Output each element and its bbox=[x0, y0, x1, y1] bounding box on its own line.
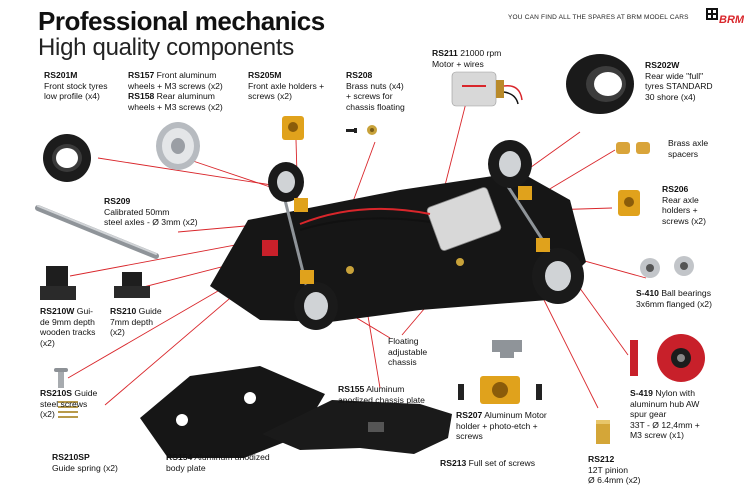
guide-wooden-icon bbox=[40, 266, 76, 300]
label-rs201m: RS201M Front stock tyres low profile (x4… bbox=[44, 70, 108, 101]
label-rs206: RS206 Rear axle holders + screws (x2) bbox=[662, 184, 706, 226]
guide-screw-icon bbox=[54, 368, 68, 388]
label-brass-spacers: Brass axle spacers bbox=[668, 138, 709, 159]
tagline: YOU CAN FIND ALL THE SPARES AT BRM MODEL… bbox=[508, 14, 689, 21]
front-right-wheel-icon bbox=[294, 282, 338, 330]
chassis-plate-icon bbox=[262, 400, 452, 454]
label-rs209: RS209 Calibrated 50mm steel axles - Ø 3m… bbox=[104, 196, 198, 227]
label-rs208: RS208 Brass nuts (x4) + screws for chass… bbox=[346, 70, 405, 112]
page-subtitle: High quality components bbox=[38, 34, 294, 61]
label-rs155: RS155 Aluminum anodized chassis plate bbox=[338, 384, 425, 405]
rear-right-wheel-icon bbox=[532, 248, 584, 304]
spur-gear-icon bbox=[630, 334, 705, 382]
label-rs212: RS212 12T pinion Ø 6.4mm (x2) bbox=[588, 454, 641, 485]
label-rs211: RS211 21000 rpm Motor + wires bbox=[432, 48, 502, 69]
rear-left-wheel-icon bbox=[488, 140, 532, 188]
assembled-chassis bbox=[210, 140, 586, 330]
label-rs205m: RS205M Front axle holders + screws (x2) bbox=[248, 70, 325, 101]
steel-axle-icon bbox=[35, 205, 159, 259]
ball-bearing-icon bbox=[640, 256, 694, 278]
label-floating-chassis: Floating adjustable chassis bbox=[388, 336, 428, 367]
label-rs213: RS213 Full set of screws bbox=[440, 458, 536, 468]
label-rs207: RS207 Aluminum Motor holder + photo-etch… bbox=[456, 410, 547, 441]
guide-spring-icon bbox=[58, 401, 78, 418]
front-wheel-icon bbox=[156, 122, 200, 170]
front-left-wheel-icon bbox=[268, 162, 304, 202]
label-rs210s: RS210S Guide steel screws (x2) bbox=[40, 388, 98, 419]
rear-axle-holder-icon bbox=[618, 190, 640, 216]
brass-spacer-icon bbox=[616, 142, 650, 154]
guide-icon bbox=[114, 272, 150, 298]
label-s419: S-419 Nylon with aluminum hub AW spur ge… bbox=[630, 388, 700, 440]
label-s410: S-410 Ball bearings 3x6mm flanged (x2) bbox=[636, 288, 712, 309]
motor-icon bbox=[451, 71, 523, 107]
label-rs202w: RS202W Rear wide "full" tyres STANDARD 3… bbox=[645, 60, 713, 102]
label-rs210sp: RS210SP Guide spring (x2) bbox=[52, 452, 118, 473]
svg-text:BRM: BRM bbox=[719, 14, 744, 26]
front-tyre-icon bbox=[43, 134, 91, 182]
motor-holder-icon bbox=[458, 340, 542, 404]
label-rs210w: RS210W Gui- de 9mm depth wooden tracks (… bbox=[40, 306, 96, 348]
front-axle-holder-icon bbox=[282, 116, 304, 140]
brass-nuts-icon bbox=[346, 125, 377, 135]
label-rs157-rs158: RS157 Front aluminum wheels + M3 screws … bbox=[128, 70, 223, 112]
page-title: Professional mechanics bbox=[38, 6, 325, 36]
label-rs154: RS154 Aluminum anodized body plate bbox=[166, 452, 270, 473]
rear-tyre-icon bbox=[566, 54, 634, 114]
label-rs210: RS210 Guide 7mm depth (x2) bbox=[110, 306, 162, 337]
brm-logo: BRM bbox=[706, 8, 744, 26]
pinion-icon bbox=[596, 420, 610, 444]
